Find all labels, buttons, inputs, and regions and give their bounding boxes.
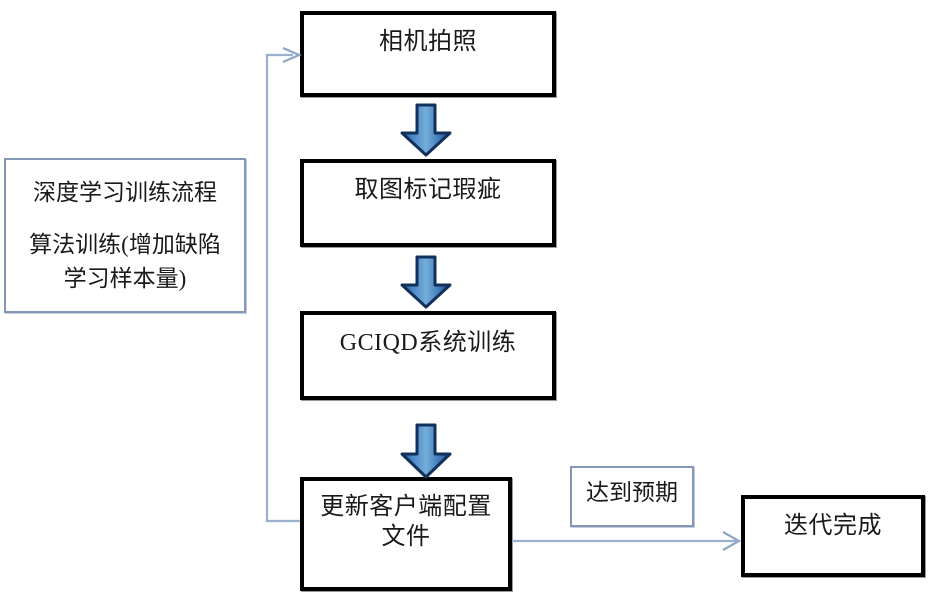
training-process-note-line1: 深度学习训练流程: [33, 180, 217, 205]
step-box-mark-defects: 取图标记瑕疵: [300, 159, 556, 247]
step-box-update-client-config: 更新客户端配置 文件: [300, 477, 512, 591]
step-box-gciqd-training: GCIQD系统训练: [300, 311, 556, 400]
training-process-note-line2: 算法训练(增加缺陷 学习样本量): [29, 232, 221, 291]
terminal-box-iteration-complete: 迭代完成: [741, 495, 925, 577]
down-block-arrow-1: [398, 103, 454, 157]
terminal-box-iteration-complete-label: 迭代完成: [784, 513, 882, 539]
step-box-update-client-config-label: 更新客户端配置 文件: [320, 494, 492, 550]
step-box-mark-defects-label: 取图标记瑕疵: [354, 177, 502, 203]
condition-note-box: 达到预期: [570, 466, 694, 527]
step-box-camera-capture: 相机拍照: [300, 11, 556, 97]
training-process-note-box: 深度学习训练流程 算法训练(增加缺陷 学习样本量): [4, 158, 246, 313]
condition-note-label: 达到预期: [586, 480, 678, 505]
down-block-arrow-2: [398, 255, 454, 309]
step-box-gciqd-training-label: GCIQD系统训练: [339, 330, 517, 356]
step-box-camera-capture-label: 相机拍照: [379, 29, 477, 55]
down-block-arrow-3: [398, 423, 454, 479]
